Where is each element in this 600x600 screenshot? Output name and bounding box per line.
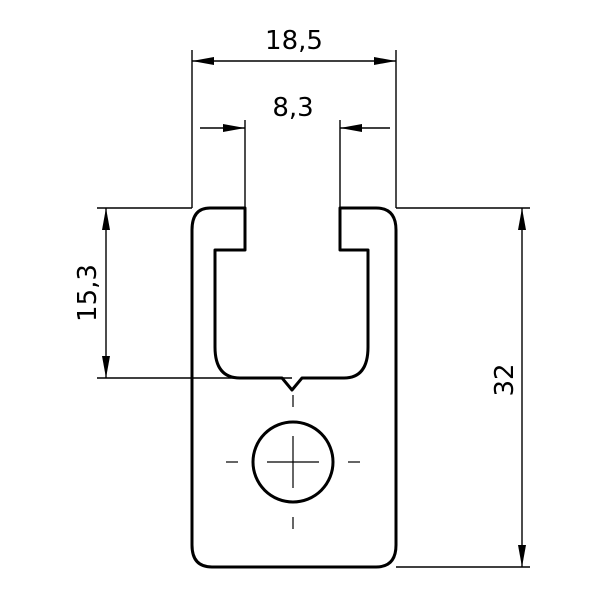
- dimension-slot-depth: 15,3: [73, 207, 292, 379]
- dimension-overall-height: 32: [396, 207, 530, 568]
- overall-width-label: 18,5: [265, 26, 323, 56]
- center-lines: [226, 395, 360, 529]
- dimension-overall-width: 18,5: [191, 26, 397, 208]
- dimension-slot-opening: 8,3: [200, 93, 390, 208]
- center-bore: [251, 420, 335, 504]
- slot-depth-label: 15,3: [73, 264, 103, 322]
- profile-outline: [190, 206, 398, 569]
- slot-opening-label: 8,3: [272, 93, 313, 123]
- overall-height-label: 32: [490, 363, 520, 396]
